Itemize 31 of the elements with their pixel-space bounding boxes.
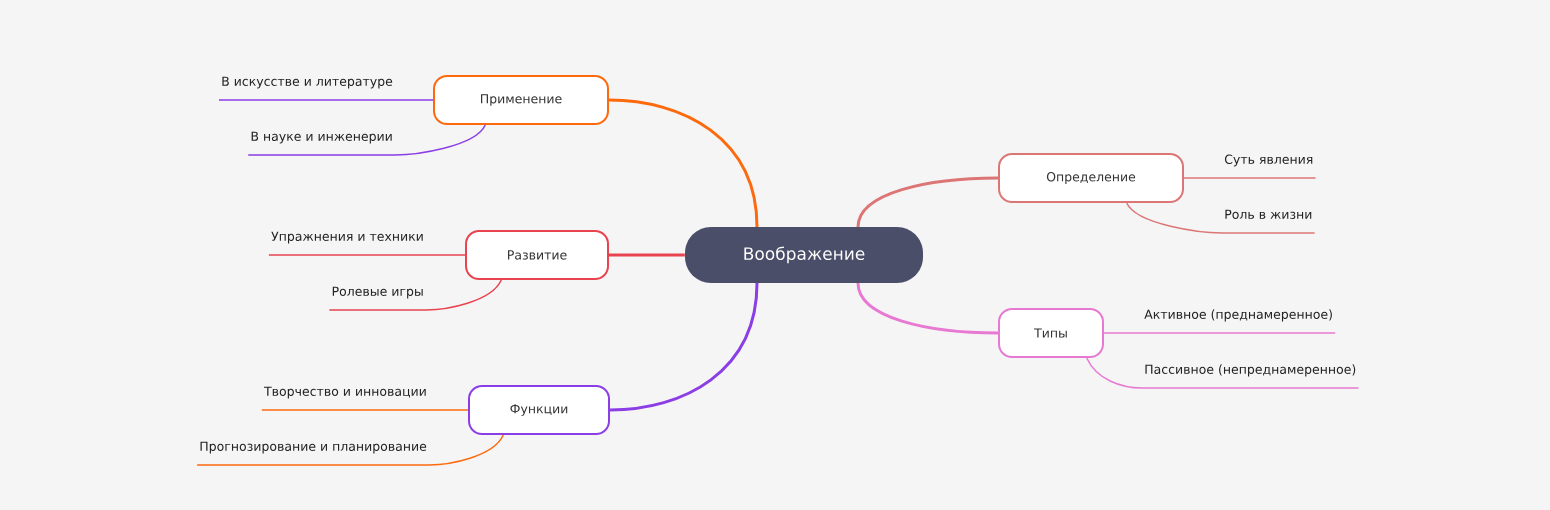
topic-label: Упражнения и техники <box>271 231 423 244</box>
branch-box: Развитие <box>465 230 609 280</box>
topic-label: Прогнозирование и планирование <box>200 441 427 454</box>
topic-label: Ролевые игры <box>332 286 423 299</box>
connector <box>268 254 466 256</box>
connector <box>328 279 503 311</box>
topic-label: В искусстве и литературе <box>222 76 393 89</box>
connector <box>1125 202 1316 234</box>
topic-label: Роль в жизни <box>1225 209 1312 219</box>
branch-box: Определение <box>998 153 1184 203</box>
branch-box: Применение <box>433 75 609 125</box>
connector <box>196 434 505 466</box>
connector <box>609 253 685 257</box>
connector <box>856 282 999 335</box>
topic-label: Творчество и инновации <box>264 386 426 399</box>
connector <box>261 409 469 411</box>
topic-label: Суть явления <box>1224 154 1313 167</box>
connector <box>1085 357 1360 389</box>
connector <box>609 282 759 412</box>
connector <box>218 99 434 101</box>
branch-box: Типы <box>998 308 1104 358</box>
connector <box>247 124 487 156</box>
topic-label: Активное (преднамеренное) <box>1144 309 1332 322</box>
connector <box>1183 177 1317 179</box>
connector <box>856 176 999 228</box>
connector <box>608 98 759 228</box>
topic-label: В науке и инженерии <box>251 131 392 144</box>
connector <box>1103 332 1336 334</box>
central-topic: Воображение <box>685 227 923 283</box>
branch-box: Функции <box>468 385 610 435</box>
topic-label: Пассивное (непреднамеренное) <box>1145 364 1356 377</box>
